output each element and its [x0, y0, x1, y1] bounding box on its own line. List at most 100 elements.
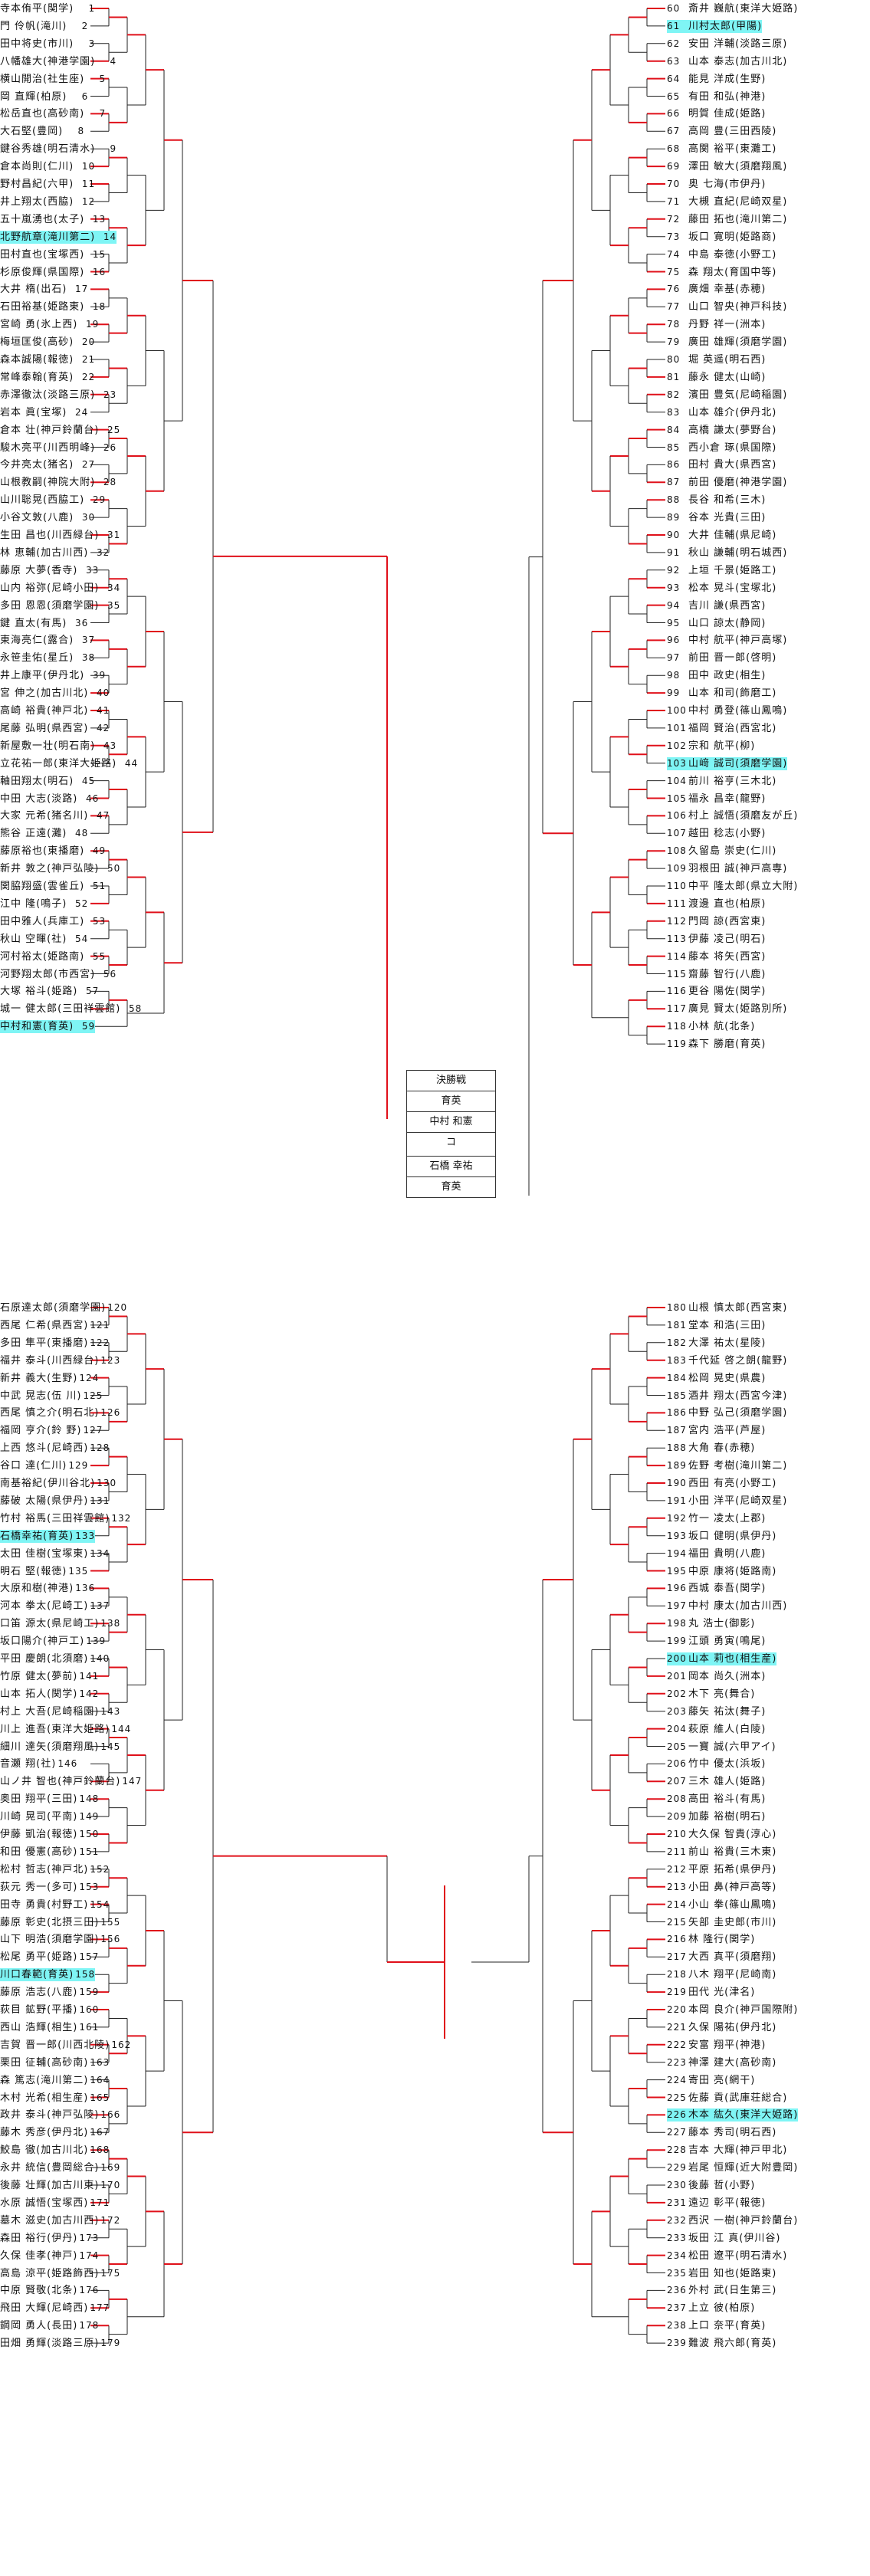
- left-player-row: 秋山 空暉(社)54: [0, 933, 88, 946]
- school-name: (尼崎西): [47, 1442, 89, 1455]
- seed-number: 19: [86, 319, 100, 330]
- school-name: (姫路南): [735, 1565, 777, 1577]
- left-player-row: 河本 拳太(尼崎工)137: [0, 1600, 110, 1613]
- left-player-row: 松尾 勇平(姫路)157: [0, 1951, 99, 1964]
- school-name: (神戸高塚): [735, 635, 788, 647]
- player-name: 西小倉 琢: [688, 441, 736, 454]
- school-name: (神港): [43, 1583, 74, 1595]
- player-name: 軸田翔太: [0, 775, 44, 787]
- seed-number: 17: [75, 284, 89, 295]
- school-name: (市西宮): [54, 968, 96, 980]
- player-name: 江頭 勇寅: [688, 1636, 736, 1648]
- player-name: 山内 裕弥: [0, 582, 48, 594]
- left-player-row: 寺本侑平(関学)1: [0, 2, 95, 15]
- player-name: 丸 浩士: [688, 1618, 725, 1630]
- school-name: (社): [36, 1758, 57, 1770]
- player-name: 明賀 佳成: [688, 108, 736, 120]
- player-name: 上口 奈平: [688, 2320, 736, 2332]
- school-name: (県立大附): [746, 881, 799, 892]
- school-name: (小野工): [735, 248, 777, 261]
- player-name: 森下 勝磨: [688, 1039, 736, 1051]
- school-name: (西宮東): [724, 915, 767, 927]
- player-name: 荻元 秀一: [0, 1881, 48, 1893]
- school-name: (加古川北): [735, 55, 788, 67]
- seed-number: 188: [667, 1442, 687, 1454]
- seed-number: 174: [79, 2249, 100, 2261]
- seed-number: 39: [92, 670, 107, 681]
- school-name: (尼崎稲園): [735, 389, 788, 401]
- left-player-row: 福岡 亨介(鈴 野)127: [0, 1424, 103, 1437]
- player-name: 藤原裕也: [0, 845, 44, 858]
- seed-number: 73: [667, 231, 681, 242]
- seed-number: 190: [667, 1478, 687, 1488]
- school-name: (県西宮): [47, 1319, 89, 1331]
- school-name: (龍野): [735, 792, 767, 805]
- school-name: (神戸甲北): [735, 2144, 788, 2157]
- seed-number: 176: [79, 2285, 100, 2296]
- left-player-row: 森 篤志(滝川第二)164: [0, 2074, 110, 2087]
- seed-number: 44: [124, 757, 139, 769]
- left-player-row: 藤木 秀彦(伊丹北)167: [0, 2126, 110, 2139]
- left-player-row: 村上 大吾(尼崎稲園)143: [0, 1705, 120, 1718]
- player-name: 渡邊 直也: [688, 897, 736, 910]
- school-name: (伊川谷北): [43, 1478, 96, 1489]
- seed-number: 91: [667, 546, 681, 558]
- player-name: 五十嵐湧也: [0, 213, 54, 225]
- school-name: (尼崎南): [735, 1969, 777, 1981]
- seed-number: 6: [81, 90, 89, 102]
- school-name: (関学): [43, 3, 74, 15]
- school-name: (神戸工): [43, 1636, 85, 1648]
- seed-number: 229: [667, 2162, 687, 2174]
- seed-number: 30: [81, 512, 96, 523]
- school-name: (神港学園): [43, 55, 96, 67]
- seed-number: 67: [667, 126, 681, 137]
- school-name: (尼崎西): [47, 2302, 89, 2315]
- player-name: 越田 稔志: [688, 828, 736, 840]
- seed-number: 147: [122, 1776, 143, 1787]
- player-name: 今井亮太: [0, 459, 44, 471]
- seed-number: 180: [667, 1302, 687, 1313]
- school-name: (上郡): [735, 1512, 767, 1524]
- school-name: (灘): [47, 828, 67, 840]
- seed-number: 145: [100, 1741, 121, 1752]
- seed-number: 163: [90, 2056, 110, 2068]
- seed-number: 162: [111, 2039, 132, 2050]
- player-name: 山根教嗣: [0, 477, 44, 489]
- left-player-row: 森田 裕行(伊丹)173: [0, 2232, 99, 2245]
- school-name: (神港): [735, 90, 767, 103]
- seed-number: 18: [92, 301, 107, 313]
- left-player-row: 竹村 裕馬(三田祥雲館)132: [0, 1512, 131, 1525]
- school-name: (星陵): [735, 1337, 767, 1349]
- school-name: (市川): [43, 38, 74, 50]
- left-player-row: 奥田 翔平(三田)148: [0, 1793, 99, 1806]
- school-name: (報徳): [43, 354, 74, 366]
- seed-number: 178: [79, 2320, 100, 2332]
- seed-number: 232: [667, 2214, 687, 2226]
- seed-number: 132: [111, 1512, 132, 1524]
- seed-number: 92: [667, 564, 681, 576]
- player-name: 千代延 啓之朗: [688, 1354, 757, 1367]
- player-name: 森田 裕行: [0, 2232, 48, 2244]
- player-name: 大原和樹: [0, 1583, 44, 1595]
- left-player-row: 梅垣匡俊(高砂)20: [0, 336, 95, 349]
- seed-number: 8: [77, 126, 85, 137]
- seed-number: 166: [100, 2109, 121, 2121]
- school-name: (県尼崎工): [47, 1618, 100, 1630]
- player-name: 井上翔太: [0, 195, 44, 208]
- left-player-row: 川崎 晃司(平南)149: [0, 1810, 99, 1823]
- player-name: 倉本尚則: [0, 161, 44, 173]
- school-name: (小野): [735, 828, 767, 840]
- school-name: (宝塚西): [47, 2197, 89, 2209]
